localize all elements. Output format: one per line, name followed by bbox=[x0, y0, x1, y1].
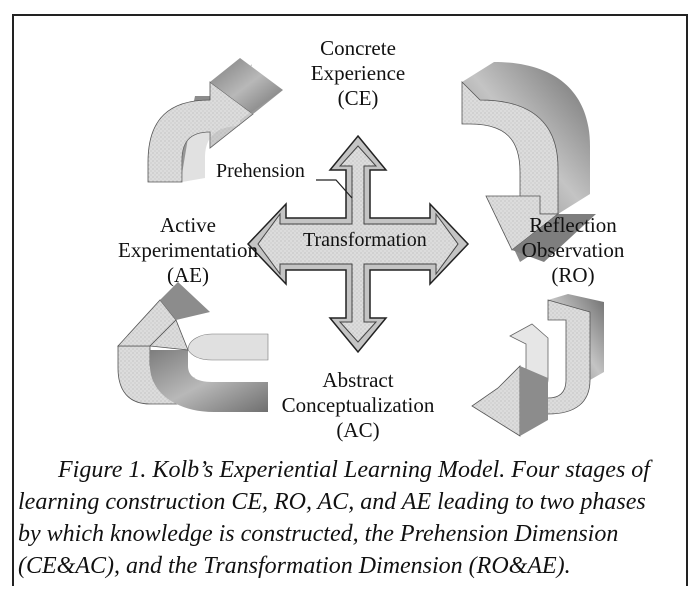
prehension-leader-line bbox=[316, 179, 353, 199]
stage-ac-line-1: Abstract bbox=[322, 368, 394, 392]
stage-active-experimentation: Active Experimentation (AE) bbox=[88, 213, 288, 288]
transformation-label: Transformation bbox=[303, 229, 427, 251]
prehension-label: Prehension bbox=[216, 160, 305, 182]
figure-caption: Figure 1. Kolb’s Experiential Learning M… bbox=[18, 457, 650, 579]
arrow-ce-to-ro bbox=[461, 62, 596, 262]
figure-frame bbox=[12, 14, 688, 586]
stage-concrete-experience: Concrete Experience (CE) bbox=[268, 36, 448, 111]
stage-ce-line-3: (CE) bbox=[337, 86, 379, 110]
cross-arrow-inner bbox=[257, 145, 459, 343]
stage-ac-line-3: (AC) bbox=[336, 418, 380, 442]
stage-ac-line-2: Conceptualization bbox=[281, 393, 435, 417]
stage-ce-line-1: Concrete bbox=[320, 36, 396, 60]
stage-ce-line-2: Experience bbox=[310, 61, 406, 85]
stage-abstract-conceptualization: Abstract Conceptualization (AC) bbox=[240, 368, 476, 443]
stage-ae-line-3: (AE) bbox=[167, 263, 209, 287]
stage-ro-line-3: (RO) bbox=[551, 263, 595, 287]
cross-arrow bbox=[246, 134, 470, 354]
stage-ro-line-2: Observation bbox=[521, 238, 625, 262]
arrow-ac-to-ae bbox=[117, 282, 269, 412]
stage-ae-line-2: Experimentation bbox=[118, 238, 258, 262]
arrow-ro-to-ac bbox=[471, 294, 604, 437]
stage-reflection-observation: Reflection Observation (RO) bbox=[488, 213, 658, 288]
arrow-ae-to-ce bbox=[147, 58, 283, 183]
stage-ae-line-1: Active bbox=[160, 213, 216, 237]
stage-ro-line-1: Reflection bbox=[529, 213, 617, 237]
